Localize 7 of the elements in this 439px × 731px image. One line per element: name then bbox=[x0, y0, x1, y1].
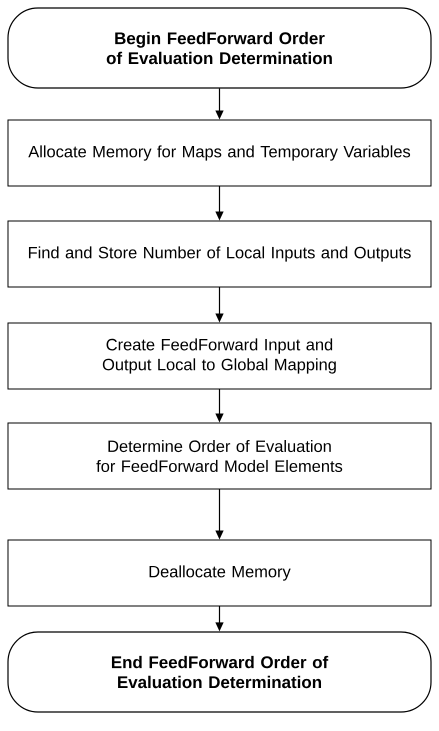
process-box: Find and Store Number of Local Inputs and Outputs bbox=[8, 220, 432, 288]
process-box: Determine Order of Evaluation for FeedForward Model Elements bbox=[8, 422, 432, 490]
process-box: Allocate Memory for Maps and Temporary Variables bbox=[8, 120, 432, 186]
process-box: Create FeedForward Input and Output Local to Global Mapping bbox=[8, 322, 432, 390]
process-box: Deallocate Memory bbox=[8, 540, 432, 606]
terminal-box: End FeedForward Order of Evaluation Determination bbox=[7, 631, 432, 713]
terminal-box: Begin FeedForward Order of Evaluation Determination bbox=[7, 7, 432, 89]
